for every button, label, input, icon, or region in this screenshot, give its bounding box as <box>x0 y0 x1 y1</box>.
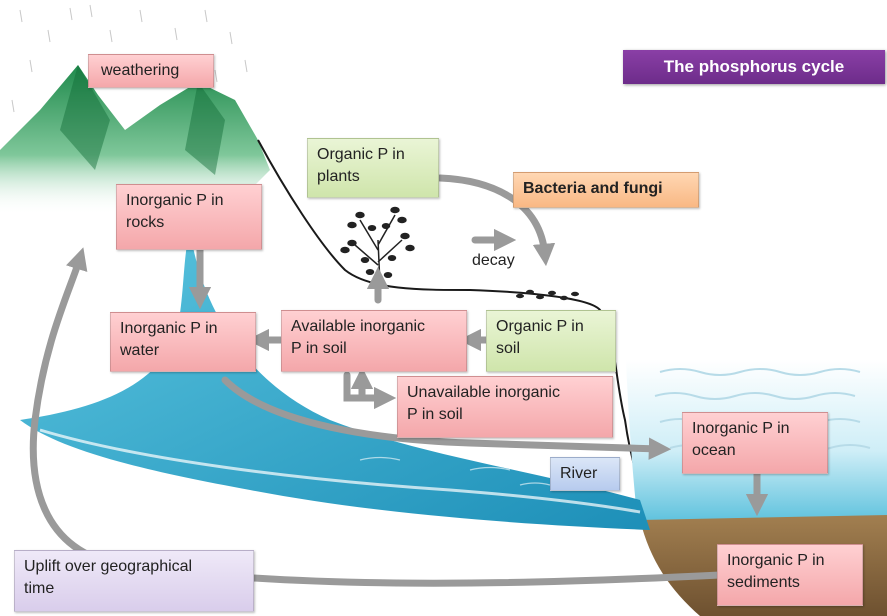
node-inorganic-p-sediments: Inorganic P in sediments <box>717 544 863 606</box>
node-inorganic-p-water: Inorganic P in water <box>110 312 256 372</box>
label-river: River <box>550 457 620 491</box>
node-organic-p-soil: Organic P in soil <box>486 310 616 372</box>
node-inorganic-p-ocean: Inorganic P in ocean <box>682 412 828 474</box>
arrow-available-to-unavailable <box>347 375 385 398</box>
label-decay: decay <box>472 252 515 270</box>
label-weathering: weathering <box>88 54 214 88</box>
node-unavailable-inorganic-p-soil: Unavailable inorganic P in soil <box>397 376 613 438</box>
node-organic-p-plants: Organic P in plants <box>307 138 439 198</box>
plant-illustration <box>341 208 414 286</box>
diagram-title: The phosphorus cycle <box>623 50 885 84</box>
node-inorganic-p-rocks: Inorganic P in rocks <box>116 184 262 250</box>
label-uplift: Uplift over geographical time <box>14 550 254 612</box>
node-bacteria-fungi: Bacteria and fungi <box>513 172 699 208</box>
node-available-inorganic-p-soil: Available inorganic P in soil <box>281 310 467 372</box>
